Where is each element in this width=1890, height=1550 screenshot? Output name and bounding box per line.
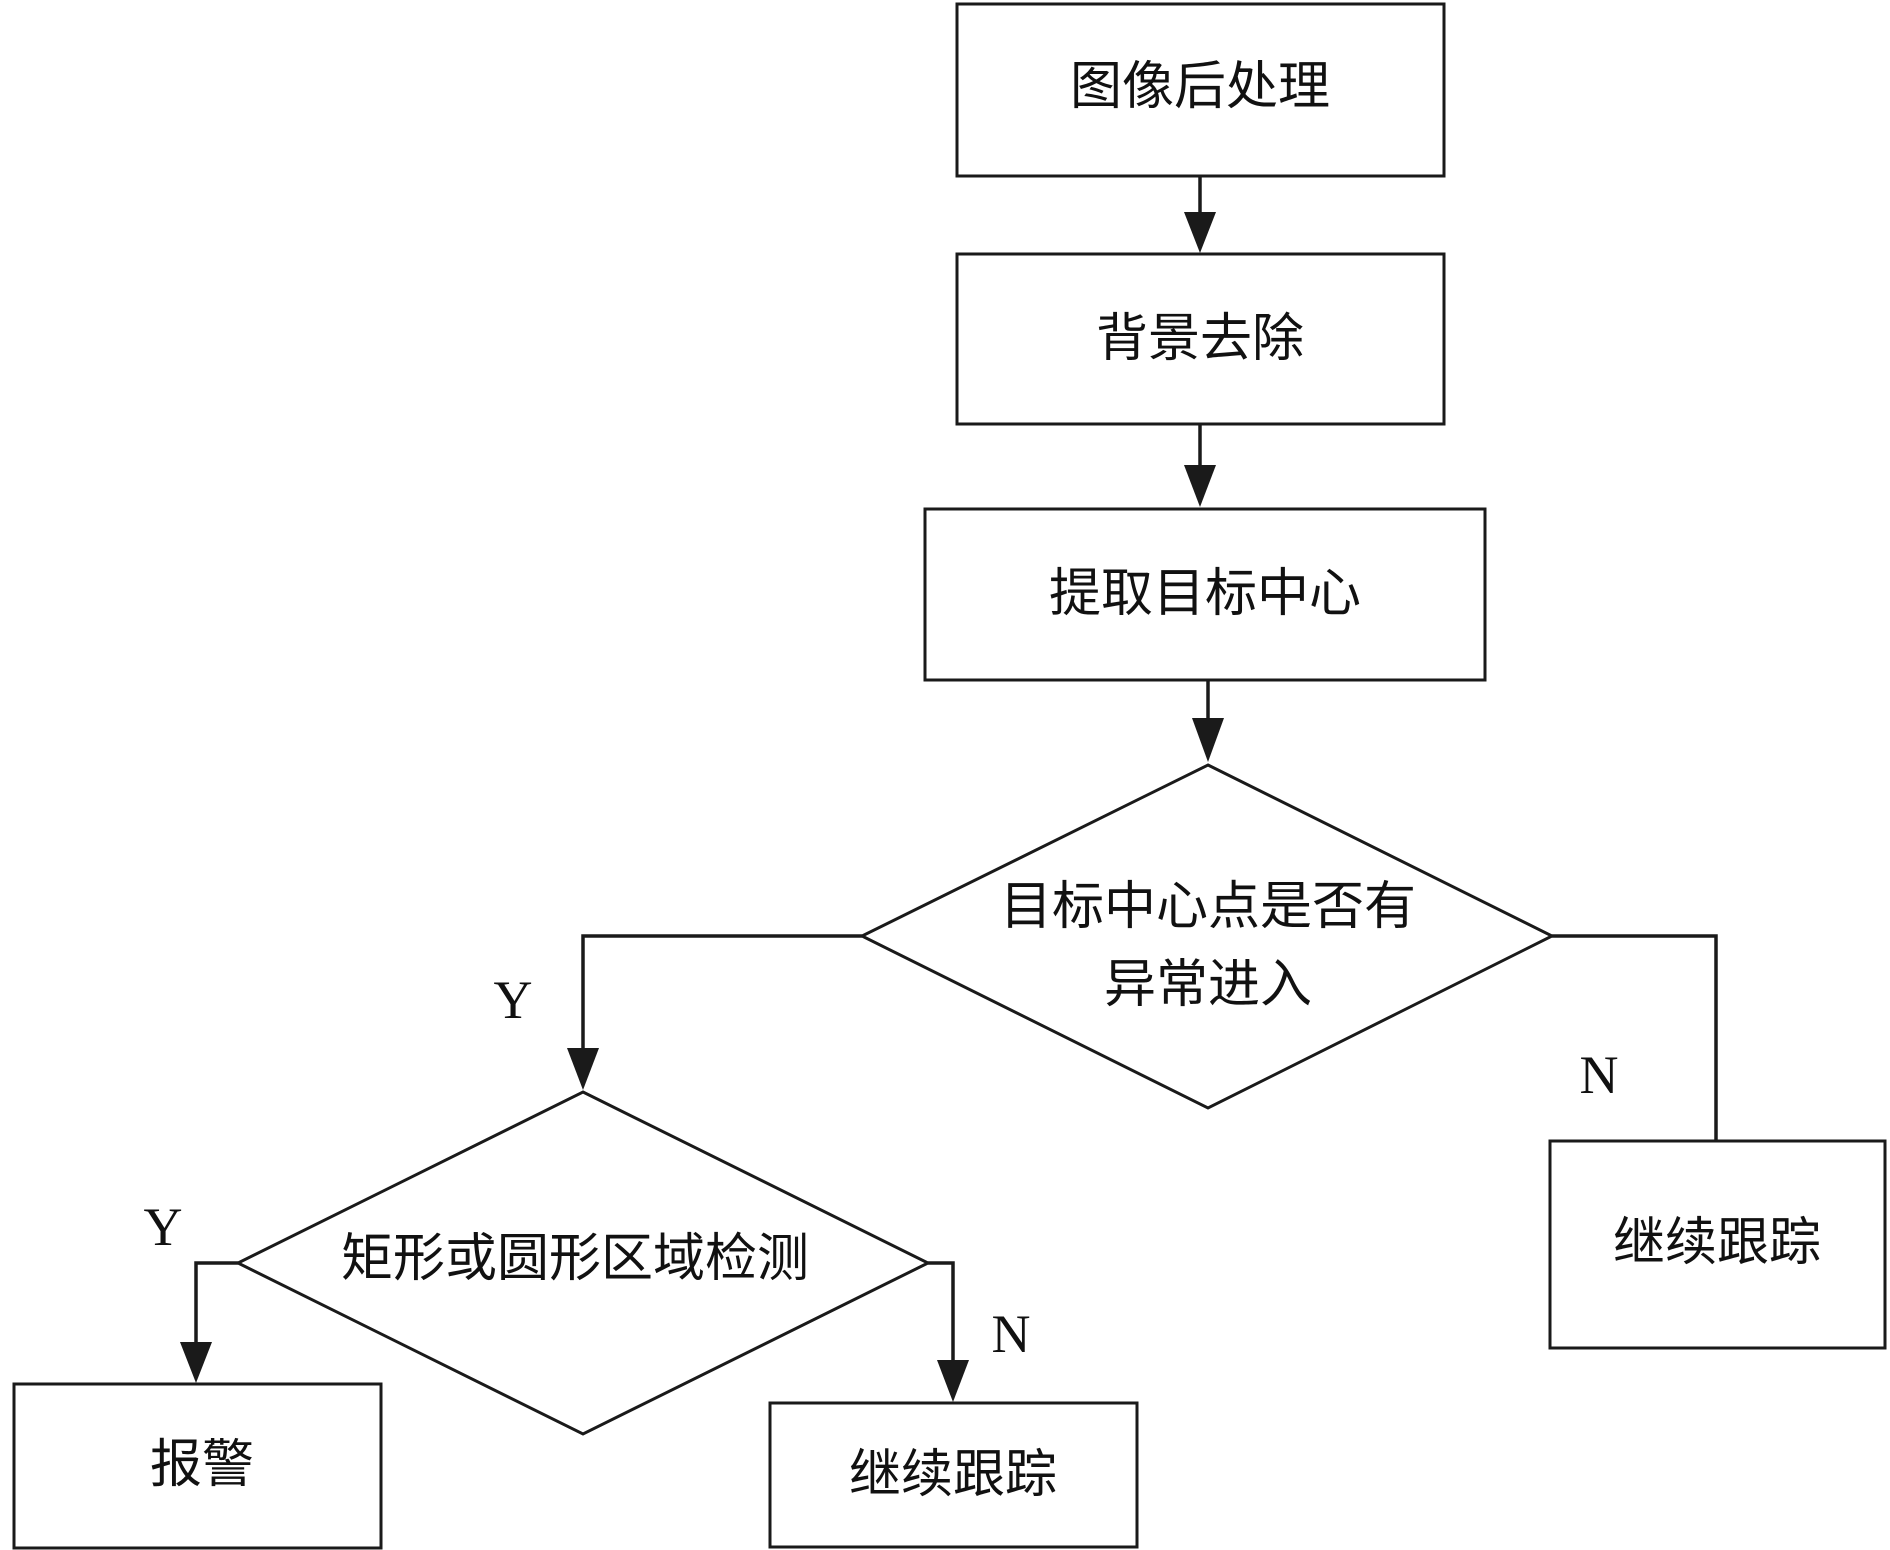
decision-region-detection: 矩形或圆形区域检测: [234, 1090, 932, 1436]
decision-abnormal-entry: 目标中心点是否有 异常进入: [858, 763, 1556, 1110]
process-extract-target-center-label: 提取目标中心: [1049, 564, 1361, 624]
edge-region-yes: [180, 1261, 238, 1383]
process-continue-tracking-left: 继续跟踪: [768, 1401, 1139, 1549]
decision-region-detection-label: 矩形或圆形区域检测: [341, 1229, 809, 1289]
process-alarm-label: 报警: [150, 1435, 254, 1495]
edge-abnormal-yes: [567, 934, 862, 1090]
edge-postprocess-to-background: [1184, 176, 1216, 253]
process-continue-tracking-right: 继续跟踪: [1548, 1139, 1887, 1350]
edge-label-abnormal-no: N: [1580, 1045, 1619, 1105]
edge-label-abnormal-yes: Y: [494, 970, 533, 1030]
decision-abnormal-entry-label-line1: 目标中心点是否有: [1000, 877, 1416, 937]
edge-abnormal-no: [1552, 934, 1718, 1140]
process-background-removal-label: 背景去除: [1096, 309, 1304, 369]
edge-label-region-no: N: [992, 1304, 1031, 1364]
process-image-postprocess: 图像后处理: [955, 2, 1446, 178]
process-alarm: 报警: [12, 1382, 383, 1550]
edge-extract-to-decision: [1192, 680, 1224, 762]
process-continue-tracking-right-label: 继续跟踪: [1613, 1213, 1821, 1273]
edge-background-to-extract: [1184, 424, 1216, 507]
decision-abnormal-entry-label-line2: 异常进入: [1104, 955, 1312, 1015]
process-continue-tracking-left-label: 继续跟踪: [849, 1445, 1057, 1505]
edge-label-region-yes: Y: [144, 1197, 183, 1257]
process-background-removal: 背景去除: [955, 252, 1446, 426]
edge-region-no: [928, 1261, 969, 1402]
process-extract-target-center: 提取目标中心: [923, 507, 1487, 682]
process-image-postprocess-label: 图像后处理: [1070, 57, 1330, 117]
